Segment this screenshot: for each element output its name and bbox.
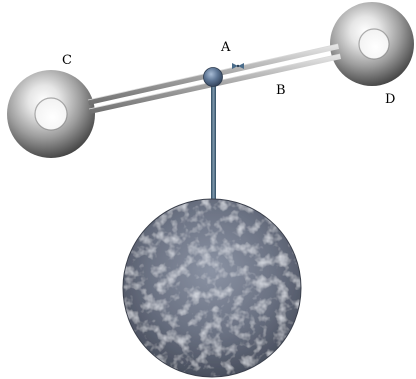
ring-d (330, 2, 414, 86)
label-a: A (221, 40, 231, 55)
label-c: C (62, 53, 72, 68)
stone-ball (122, 198, 302, 378)
bead-a (203, 67, 223, 87)
string (211, 80, 216, 210)
label-d: D (385, 92, 396, 107)
knot-mark (232, 63, 244, 69)
label-b: B (276, 83, 286, 98)
ring-c (7, 70, 95, 158)
